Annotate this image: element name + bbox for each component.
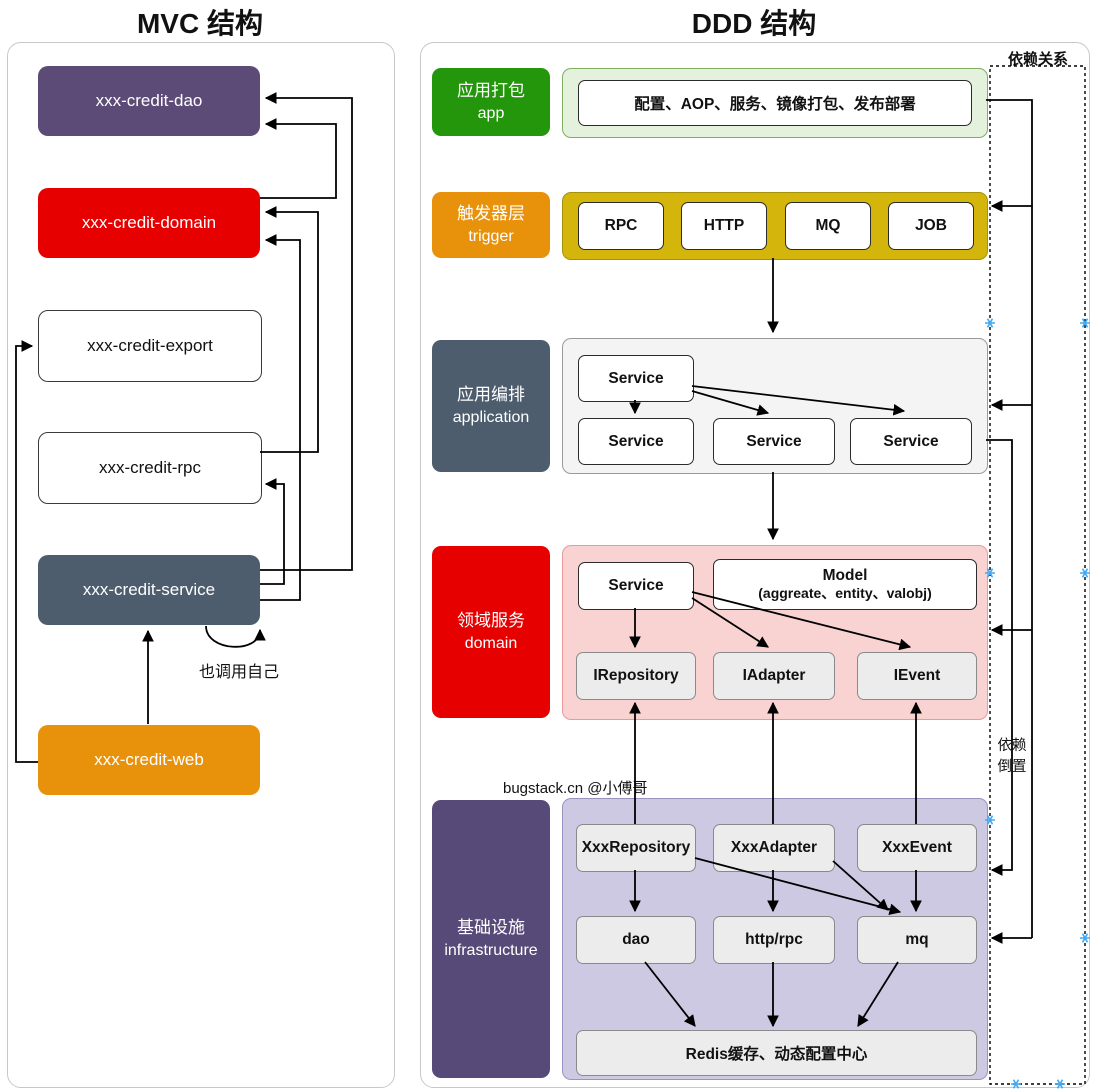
layer-label-trigger-cn: 触发器层	[457, 203, 525, 223]
layer-label-app-cn: 应用打包	[457, 80, 525, 100]
application-service-top: Service	[578, 355, 694, 402]
layer-label-infrastructure-en: infrastructure	[444, 941, 538, 959]
trigger-item-job: JOB	[888, 202, 974, 250]
mvc-title: MVC 结构	[136, 8, 263, 39]
layer-label-infrastructure-cn: 基础设施	[457, 917, 525, 937]
ddd-title: DDD 结构	[691, 8, 817, 39]
layer-label-app: 应用打包 app	[432, 68, 550, 136]
watermark-text: bugstack.cn @小傅哥	[503, 780, 648, 797]
application-service-3: Service	[850, 418, 972, 465]
infra-xxxrepository: XxxRepository	[576, 824, 696, 872]
trigger-item-rpc: RPC	[578, 202, 664, 250]
infra-xxxevent: XxxEvent	[857, 824, 977, 872]
infra-dao: dao	[576, 916, 696, 964]
trigger-item-mq: MQ	[785, 202, 871, 250]
layer-label-domain: 领域服务 domain	[432, 546, 550, 718]
mvc-module-web: xxx-credit-web	[38, 725, 260, 795]
layer-label-trigger-en: trigger	[468, 227, 514, 245]
mvc-module-dao: xxx-credit-dao	[38, 66, 260, 136]
dependency-relation-label: 依赖关系	[1007, 51, 1068, 68]
layer-label-infrastructure: 基础设施 infrastructure	[432, 800, 550, 1078]
domain-ievent: IEvent	[857, 652, 977, 700]
dependency-inversion-line2: 倒置	[997, 759, 1027, 776]
domain-model-box: Model (aggreate、entity、valobj)	[713, 559, 977, 610]
application-service-1: Service	[578, 418, 694, 465]
dependency-inversion-line1: 依赖	[997, 738, 1027, 754]
infra-http-rpc: http/rpc	[713, 916, 835, 964]
application-service-2: Service	[713, 418, 835, 465]
app-content-box: 配置、AOP、服务、镜像打包、发布部署	[578, 80, 972, 126]
domain-irepository: IRepository	[576, 652, 696, 700]
layer-label-trigger: 触发器层 trigger	[432, 192, 550, 258]
layer-label-domain-en: domain	[464, 634, 518, 652]
trigger-item-http: HTTP	[681, 202, 767, 250]
dependency-inversion-label: 依赖 倒置	[994, 736, 1030, 778]
mvc-module-service: xxx-credit-service	[38, 555, 260, 625]
domain-model-subtitle: (aggreate、entity、valobj)	[758, 585, 932, 602]
layer-label-app-en: app	[477, 104, 505, 122]
infra-mq: mq	[857, 916, 977, 964]
self-call-note: 也调用自己	[198, 664, 279, 681]
layer-label-application-en: application	[452, 408, 530, 426]
mvc-module-export: xxx-credit-export	[38, 310, 262, 382]
mvc-module-domain: xxx-credit-domain	[38, 188, 260, 258]
layer-label-domain-cn: 领域服务	[457, 610, 525, 630]
infra-redis-config: Redis缓存、动态配置中心	[576, 1030, 977, 1076]
domain-service: Service	[578, 562, 694, 610]
domain-model-title: Model	[822, 567, 868, 585]
mvc-module-rpc: xxx-credit-rpc	[38, 432, 262, 504]
infra-xxxadapter: XxxAdapter	[713, 824, 835, 872]
layer-label-application: 应用编排 application	[432, 340, 550, 472]
layer-label-application-cn: 应用编排	[457, 384, 525, 404]
domain-iadapter: IAdapter	[713, 652, 835, 700]
